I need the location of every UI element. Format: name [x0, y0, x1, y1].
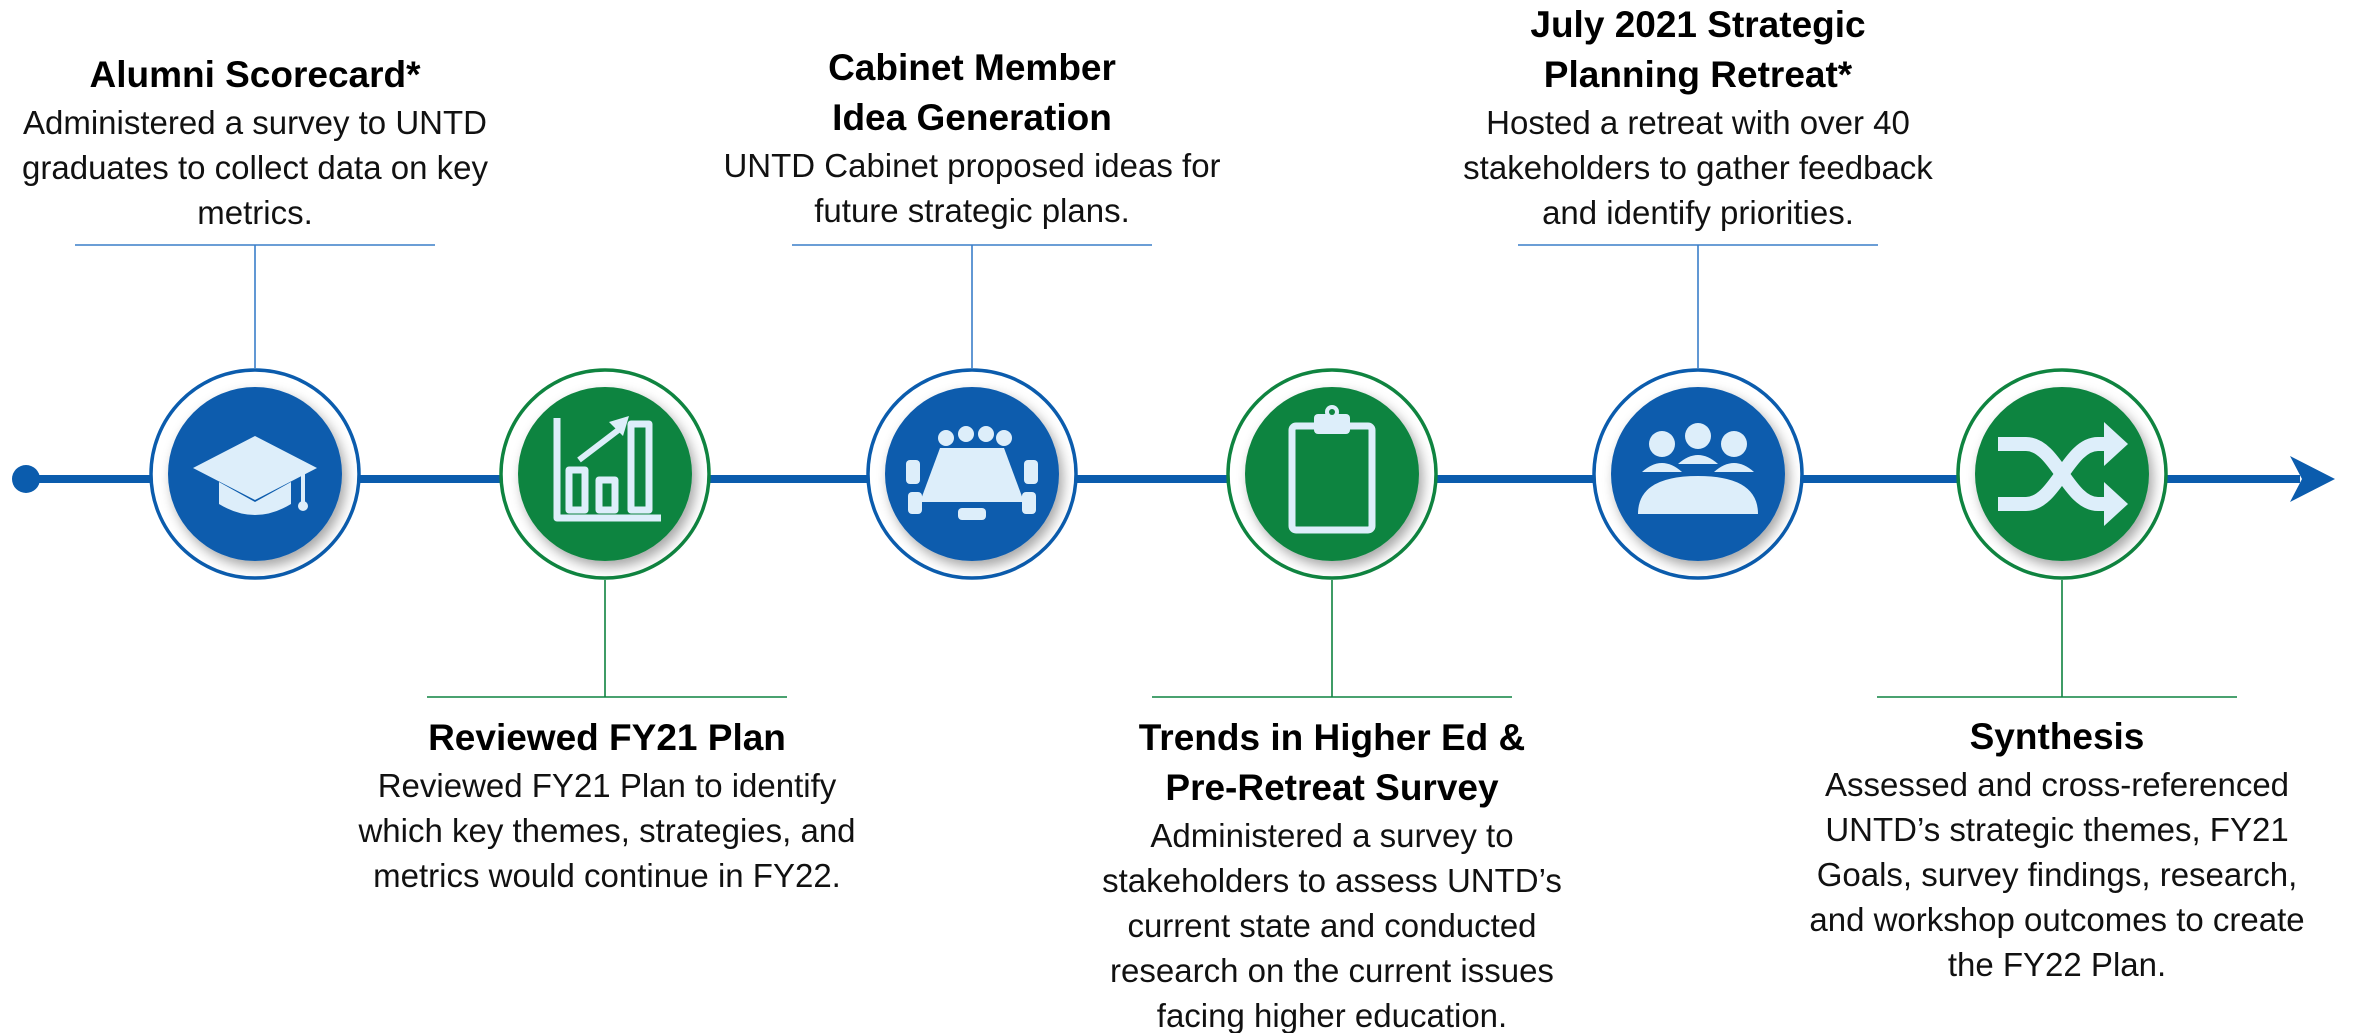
conference-table-icon: [906, 426, 1038, 520]
step-2-description: Reviewed FY21 Plan to identify which key…: [358, 767, 856, 894]
step-1-title: Alumni Scorecard*: [89, 54, 421, 95]
connector-6: [1877, 580, 2237, 698]
step-3-text: Cabinet Member Idea Generation UNTD Cabi…: [712, 43, 1232, 233]
step-3-title: Cabinet Member Idea Generation: [828, 47, 1116, 138]
connector-2: [427, 580, 787, 698]
step-2-title: Reviewed FY21 Plan: [428, 717, 786, 758]
milestone-node-3: [866, 368, 1078, 580]
milestone-node-2: [499, 368, 711, 580]
step-5-text: July 2021 Strategic Planning Retreat* Ho…: [1438, 0, 1958, 235]
milestone-node-5: [1592, 368, 1804, 580]
milestone-node-4: [1226, 368, 1438, 580]
step-6-description: Assessed and cross-referenced UNTD’s str…: [1809, 766, 2305, 983]
shuffle-arrows-icon: [1998, 422, 2128, 526]
connector-3: [792, 244, 1152, 368]
step-1-description: Administered a survey to UNTD graduates …: [22, 104, 488, 231]
connector-1: [75, 244, 435, 368]
step-1-text: Alumni Scorecard* Administered a survey …: [0, 50, 515, 235]
step-2-text: Reviewed FY21 Plan Reviewed FY21 Plan to…: [347, 713, 867, 898]
clipboard-icon: [1288, 405, 1376, 534]
timeline-start-dot: [12, 465, 40, 493]
step-5-title: July 2021 Strategic Planning Retreat*: [1530, 4, 1866, 95]
connector-5: [1518, 244, 1878, 368]
connector-4: [1152, 580, 1512, 698]
step-4-text: Trends in Higher Ed & Pre-Retreat Survey…: [1072, 713, 1592, 1033]
graduation-cap-icon: [193, 436, 317, 515]
step-3-description: UNTD Cabinet proposed ideas for future s…: [723, 147, 1221, 229]
step-6-text: Synthesis Assessed and cross-referenced …: [1797, 712, 2317, 987]
step-5-description: Hosted a retreat with over 40 stakeholde…: [1463, 104, 1933, 231]
step-6-title: Synthesis: [1969, 716, 2145, 757]
bar-chart-growth-icon: [553, 418, 661, 522]
milestone-node-6: [1956, 368, 2168, 580]
meeting-group-icon: [1638, 423, 1758, 514]
step-4-title: Trends in Higher Ed & Pre-Retreat Survey: [1138, 717, 1526, 808]
timeline-arrowhead: [2290, 456, 2335, 502]
step-4-description: Administered a survey to stakeholders to…: [1102, 817, 1562, 1033]
milestone-node-1: [149, 368, 361, 580]
